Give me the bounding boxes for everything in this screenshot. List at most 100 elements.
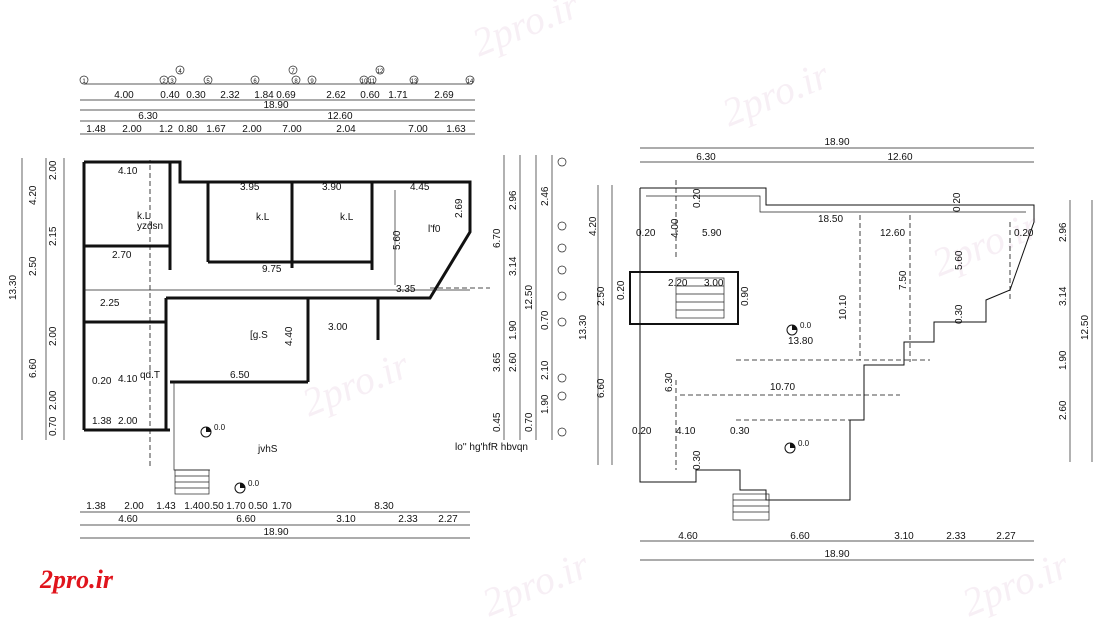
axis-bubble: 5 [203,75,213,85]
svg-text:0.0: 0.0 [798,439,810,448]
svg-text:0.20: 0.20 [92,376,112,387]
svg-text:6.30: 6.30 [664,372,675,392]
svg-text:0.0: 0.0 [248,479,260,488]
svg-text:0.40: 0.40 [160,90,180,101]
svg-text:0.60: 0.60 [360,90,380,101]
svg-text:18.90: 18.90 [263,100,288,111]
svg-text:0.20: 0.20 [952,192,963,212]
svg-text:12.60: 12.60 [887,152,912,163]
level-marker: 0.0 [786,321,812,336]
axis-bubble: 9 [307,75,317,85]
svg-text:0.70: 0.70 [540,310,551,330]
svg-text:2.33: 2.33 [946,531,966,542]
svg-text:5.60: 5.60 [392,230,403,250]
svg-text:7.00: 7.00 [282,124,302,135]
svg-text:3.00: 3.00 [704,278,724,289]
svg-text:10: 10 [361,79,368,85]
svg-text:0.20: 0.20 [692,188,703,208]
svg-text:1.90: 1.90 [508,320,519,340]
svg-text:1.38: 1.38 [92,416,112,427]
svg-text:4.00: 4.00 [670,218,681,238]
svg-text:13.30: 13.30 [578,315,589,340]
svg-text:5.60: 5.60 [954,250,965,270]
svg-text:2.60: 2.60 [1058,400,1069,420]
svg-text:2.04: 2.04 [336,124,356,135]
svg-text:12.50: 12.50 [524,285,535,310]
svg-text:3.00: 3.00 [328,322,348,333]
svg-text:18.50: 18.50 [818,214,843,225]
svg-text:6.60: 6.60 [790,531,810,542]
svg-text:3.14: 3.14 [508,256,519,276]
svg-text:6.30: 6.30 [696,152,716,163]
svg-text:10.10: 10.10 [838,295,849,320]
room-label: k.L [137,211,151,222]
svg-text:1.84: 1.84 [254,90,274,101]
level-marker: 0.0 [200,423,226,438]
svg-text:2.70: 2.70 [112,250,132,261]
svg-text:2.96: 2.96 [508,190,519,210]
svg-text:2.50: 2.50 [596,286,607,306]
svg-text:2.50: 2.50 [28,256,39,276]
svg-text:13: 13 [411,79,418,85]
svg-text:7.00: 7.00 [408,124,428,135]
svg-text:4.60: 4.60 [118,514,138,525]
svg-text:3.95: 3.95 [240,182,260,193]
svg-text:3.35: 3.35 [396,284,416,295]
svg-text:1.43: 1.43 [156,501,176,512]
svg-text:8: 8 [294,79,298,85]
svg-text:3.10: 3.10 [336,514,356,525]
svg-text:14: 14 [467,79,474,85]
svg-text:0.30: 0.30 [692,450,703,470]
svg-text:0.69: 0.69 [276,90,296,101]
svg-text:18.90: 18.90 [824,549,849,560]
svg-text:13.80: 13.80 [788,336,813,347]
svg-text:18.90: 18.90 [824,137,849,148]
svg-text:6.60: 6.60 [596,378,607,398]
svg-text:4.60: 4.60 [678,531,698,542]
level-marker: 0.0 [784,439,810,454]
brand-logo[interactable]: 2pro.ir [40,565,113,594]
svg-text:2.33: 2.33 [398,514,418,525]
svg-text:0.80: 0.80 [178,124,198,135]
svg-text:3.10: 3.10 [894,531,914,542]
svg-text:0.30: 0.30 [186,90,206,101]
svg-text:7.50: 7.50 [898,270,909,290]
room-label: qd.T [140,370,160,381]
svg-text:8.30: 8.30 [374,501,394,512]
right-roof-plan: 18.90 6.30 12.60 [578,137,1093,561]
left-floor-plan: 1 2 3 4 5 6 7 8 9 10 11 12 13 14 4.00 0.… [8,65,567,539]
svg-text:2.00: 2.00 [242,124,262,135]
svg-text:4: 4 [178,69,182,75]
svg-text:2.62: 2.62 [326,90,346,101]
room-label: yzdsn [137,221,163,232]
room-label: jvhS [257,444,278,455]
bottom-dimensions: 1.38 2.00 1.43 1.40 0.50 1.70 0.50 1.70 … [80,501,470,539]
svg-text:2.15: 2.15 [48,226,59,246]
axis-bubble: 4 [175,65,185,75]
axis-bubble: 7 [288,65,298,75]
svg-text:0.20: 0.20 [636,228,656,239]
svg-text:1.67: 1.67 [206,124,226,135]
axis-bubble: 11 [367,75,377,85]
svg-text:2.10: 2.10 [540,360,551,380]
svg-text:0.90: 0.90 [740,286,751,306]
svg-text:4.45: 4.45 [410,182,430,193]
svg-text:2.00: 2.00 [48,326,59,346]
axis-bubble: 10 [359,75,369,85]
svg-text:5: 5 [206,79,210,85]
svg-text:4.20: 4.20 [28,185,39,205]
svg-text:1.70: 1.70 [226,501,246,512]
level-marker: 0.0 [234,479,260,494]
svg-text:2.27: 2.27 [438,514,458,525]
svg-text:4.40: 4.40 [284,326,295,346]
svg-text:9.75: 9.75 [262,264,282,275]
svg-text:13.30: 13.30 [8,275,19,300]
axis-bubble: 3 [167,75,177,85]
svg-text:9: 9 [310,79,314,85]
svg-text:2.96: 2.96 [1058,222,1069,242]
svg-text:0.50: 0.50 [248,501,268,512]
axis-bubble: 12 [375,65,385,75]
axis-bubble: 8 [291,75,301,85]
